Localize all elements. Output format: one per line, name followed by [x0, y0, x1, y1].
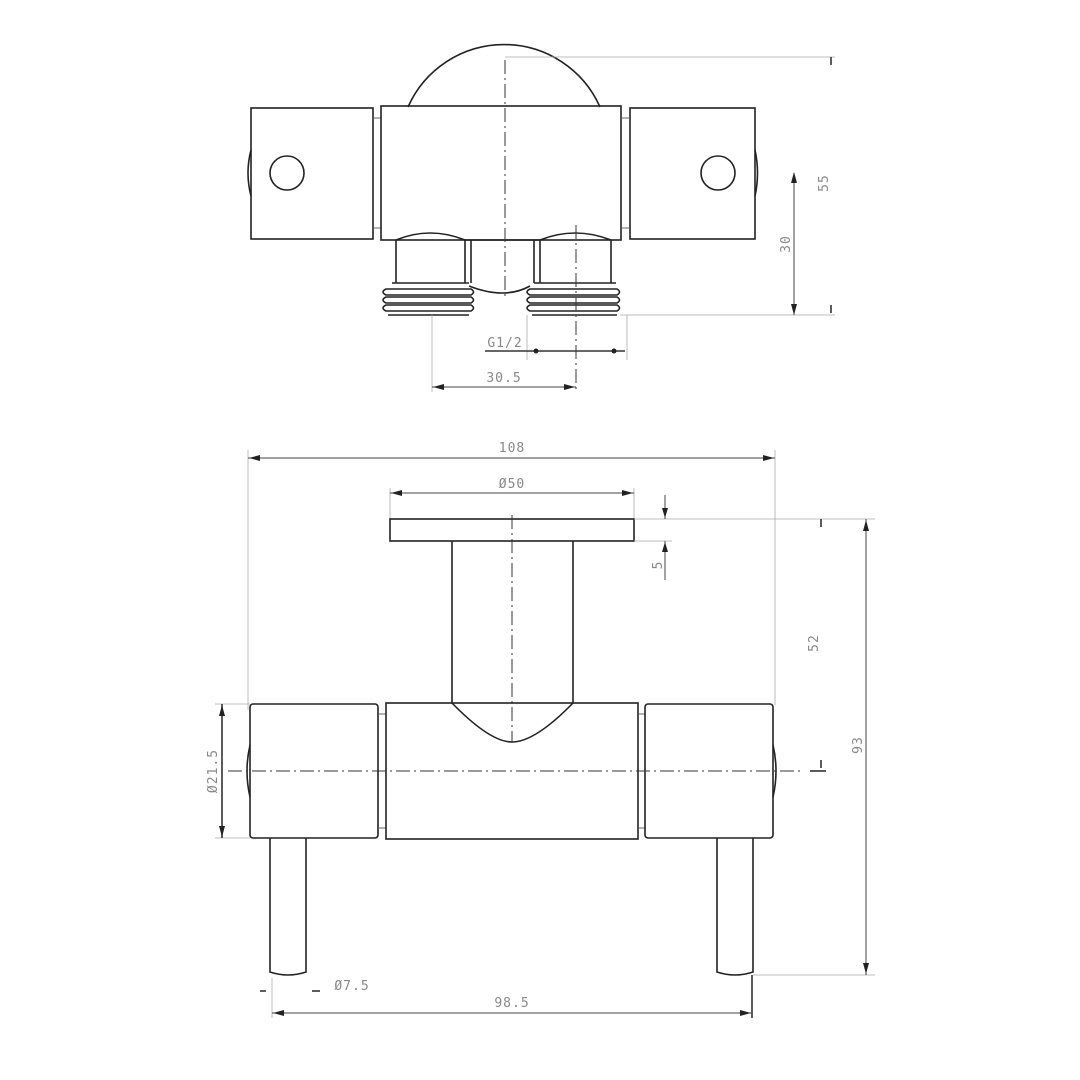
right-leg — [716, 838, 754, 976]
right-end-cap — [629, 107, 756, 240]
dim-label-98-5: 98.5 — [494, 996, 529, 1011]
dim-label-55: 55 — [817, 174, 832, 192]
dim-label-30-5: 30.5 — [486, 371, 521, 386]
right-thread — [526, 282, 621, 316]
top-view: 55 30 G1/2 30.5 — [247, 43, 835, 392]
dim-label-52: 52 — [807, 634, 822, 652]
flange-dome — [407, 43, 601, 108]
left-end-cap — [250, 107, 374, 240]
right-mount-hole — [700, 155, 736, 191]
left-mount-hole — [269, 155, 305, 191]
dim-label-thread: G1/2 — [487, 336, 522, 351]
dim-label-d21-5: Ø21.5 — [206, 749, 221, 793]
dim-label-5: 5 — [651, 561, 666, 570]
valve-body — [380, 105, 622, 241]
dim-label-30: 30 — [779, 235, 794, 253]
dim-label-d7-5: Ø7.5 — [334, 979, 369, 994]
left-leg — [269, 838, 307, 976]
dim-label-108: 108 — [499, 441, 525, 456]
dim-label-93: 93 — [851, 736, 866, 754]
front-view: 108 Ø50 5 — [206, 441, 875, 1018]
dim-label-d50: Ø50 — [499, 477, 525, 492]
left-thread — [382, 282, 475, 316]
